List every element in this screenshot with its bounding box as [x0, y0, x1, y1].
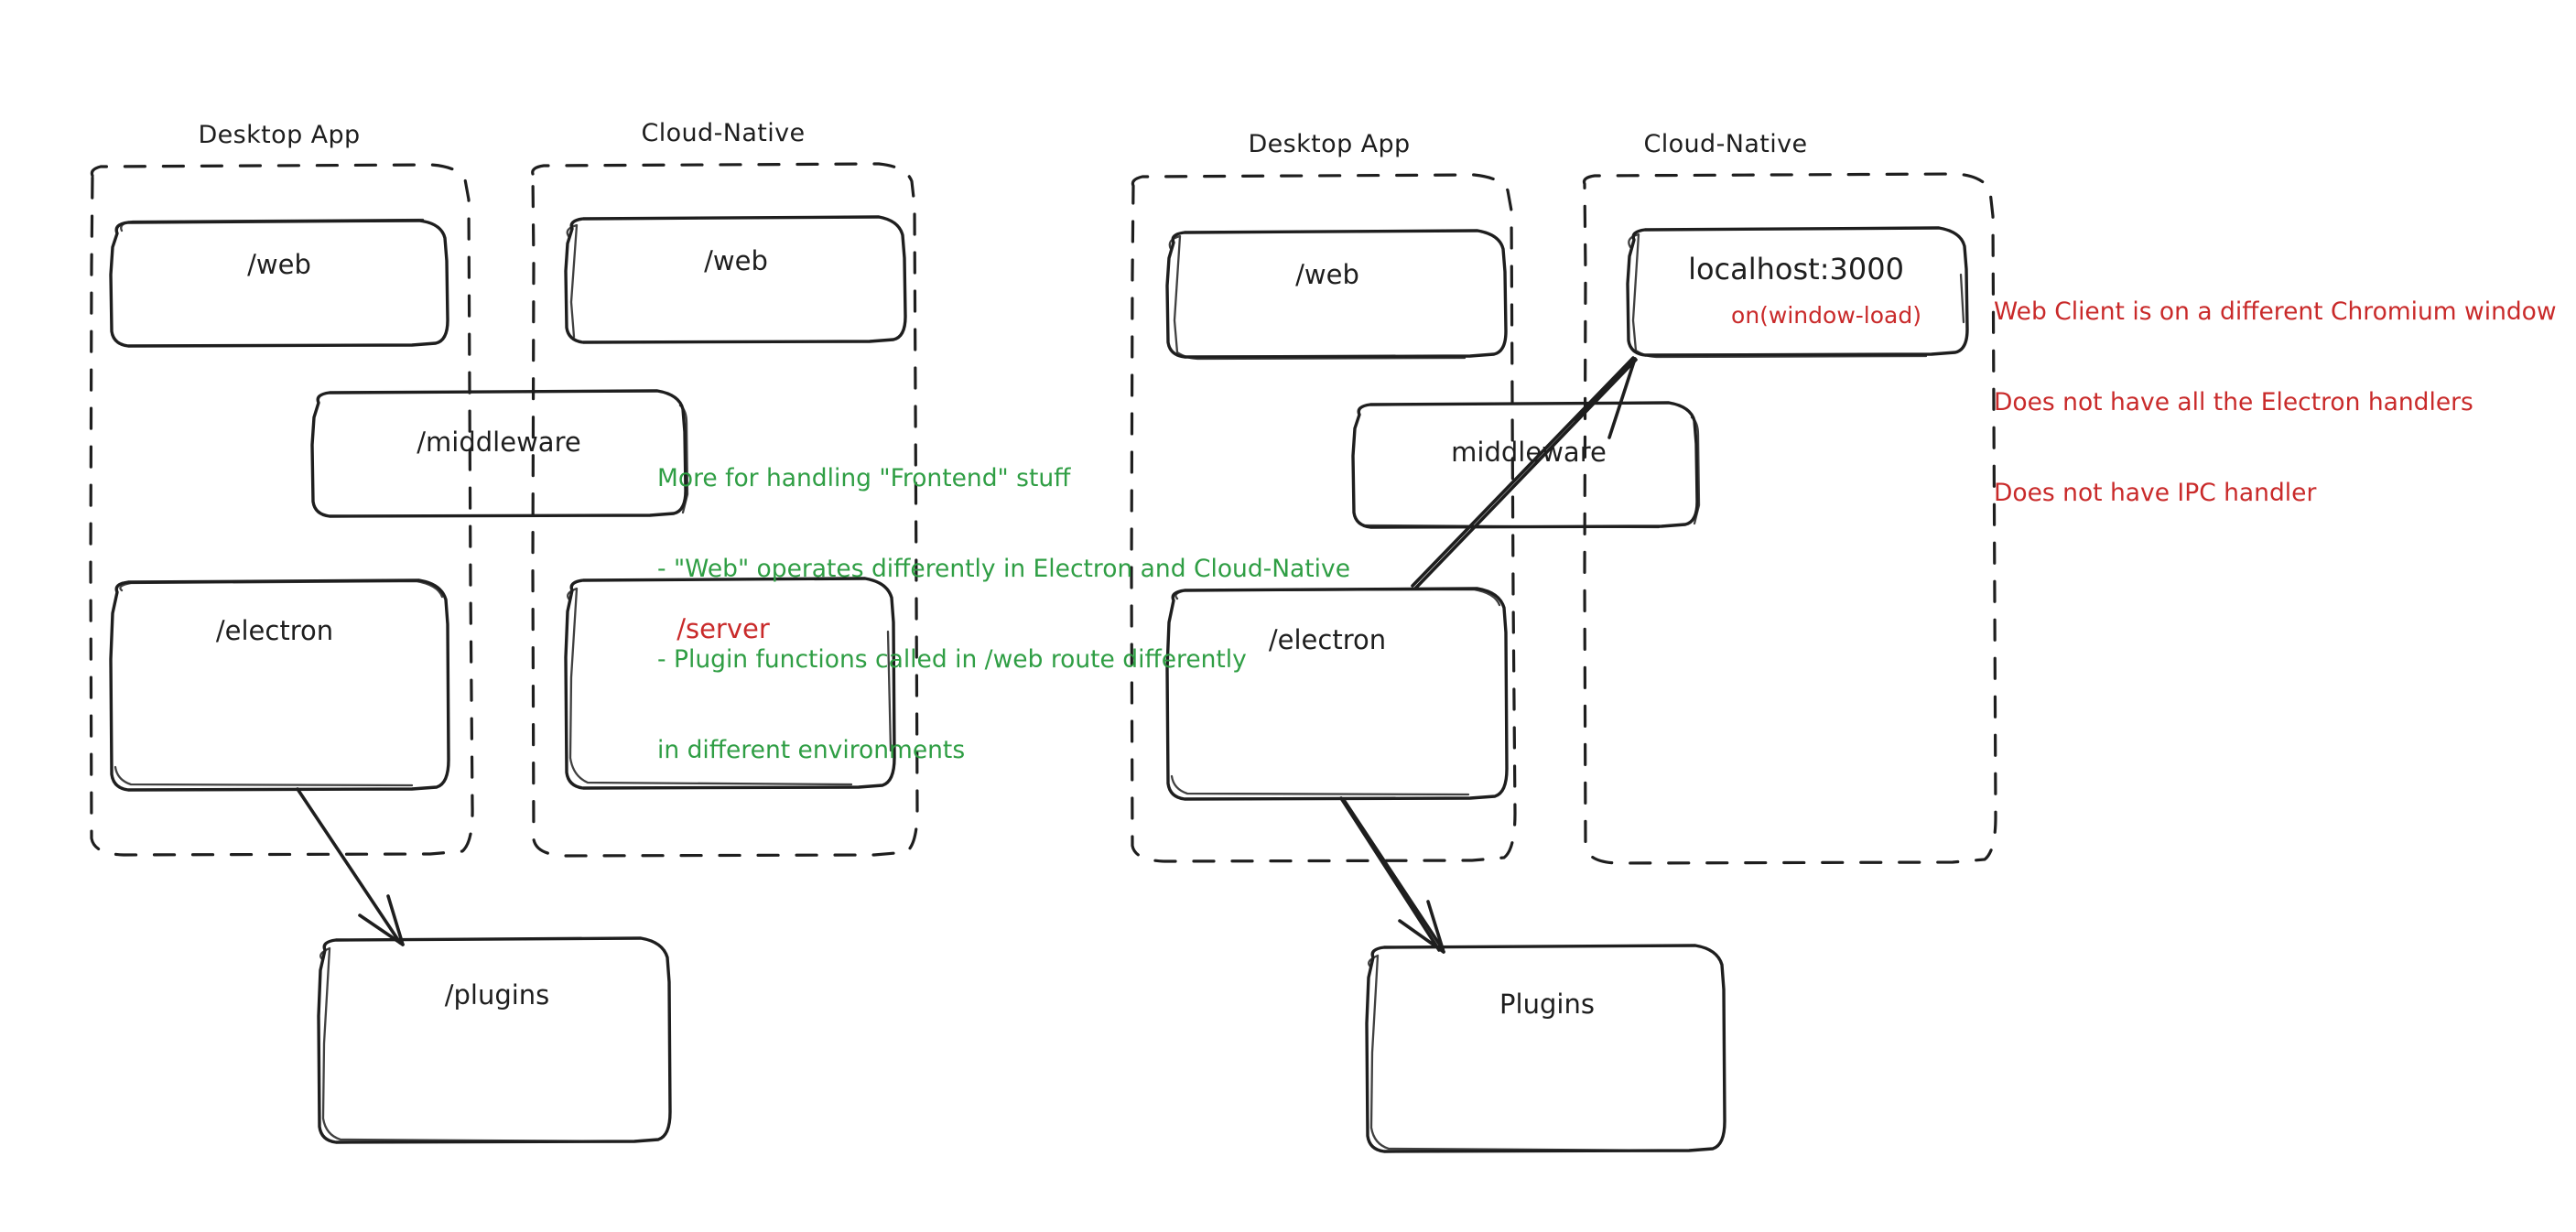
right-annotation-line-2: Does not have all the Electron handlers — [1994, 388, 2473, 416]
left-web-cloud-box — [564, 215, 907, 344]
right-node-localhost-sublabel: on(window-load) — [1731, 302, 1921, 329]
right-annotation-line-3: Does not have IPC handler — [1994, 479, 2317, 507]
right-annotation-note: Web Client is on a different Chromium wi… — [1994, 236, 2557, 568]
left-node-plugins-label: /plugins — [444, 979, 550, 1010]
right-node-electron-label: /electron — [1268, 624, 1387, 655]
left-web-desktop-box — [109, 218, 449, 348]
right-node-web-label: /web — [1295, 259, 1359, 290]
right-node-plugins-label: Plugins — [1499, 989, 1595, 1020]
left-node-electron-label: /electron — [215, 615, 334, 646]
left-electron-box — [109, 578, 450, 792]
left-annotation-note: More for handling "Frontend" stuff - "We… — [657, 403, 1350, 826]
left-node-web-desktop-label: /web — [247, 249, 311, 280]
left-annotation-line-4: in different environments — [657, 736, 966, 764]
right-plugins-box — [1365, 944, 1726, 1153]
left-annotation-line-2: - "Web" operates differently in Electron… — [657, 555, 1351, 583]
left-group-label-desktop-app: Desktop App — [198, 121, 361, 149]
right-node-middleware-label: middleware — [1451, 437, 1607, 468]
left-node-server-label: /server — [676, 613, 770, 644]
right-electron-to-plugins-arrow — [1339, 796, 1445, 954]
left-annotation-line-1: More for handling "Frontend" stuff — [657, 464, 1071, 492]
left-node-middleware-label: /middleware — [417, 427, 581, 458]
left-node-web-cloud-label: /web — [704, 245, 768, 276]
right-annotation-line-1: Web Client is on a different Chromium wi… — [1994, 297, 2557, 326]
right-electron-to-localhost-arrow — [1411, 356, 1638, 590]
right-web-box — [1165, 229, 1508, 361]
right-group-label-cloud-native: Cloud-Native — [1643, 130, 1808, 158]
right-node-localhost-label: localhost:3000 — [1688, 252, 1904, 286]
right-localhost-box — [1626, 226, 1969, 359]
left-plugins-box — [317, 936, 672, 1144]
left-electron-to-plugins-arrow — [296, 787, 405, 946]
right-group-label-desktop-app: Desktop App — [1248, 130, 1411, 158]
left-group-label-cloud-native: Cloud-Native — [641, 119, 806, 147]
left-annotation-line-3: - Plugin functions called in /web route … — [657, 645, 1247, 674]
